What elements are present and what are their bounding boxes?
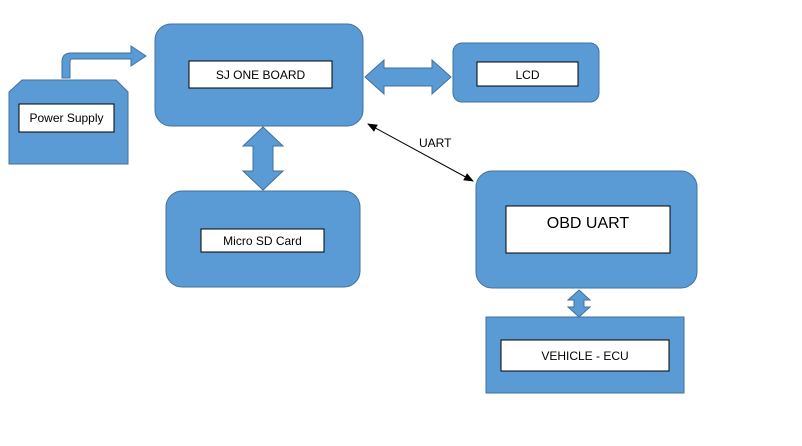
lcd-label-box: [476, 61, 579, 87]
vehicle-ecu-label: VEHICLE - ECU: [541, 349, 628, 363]
vehicle-ecu-label-box: [500, 339, 670, 372]
obd-uart-label: OBD UART: [547, 215, 630, 232]
power-supply-label: Power Supply: [29, 111, 103, 125]
sj-one-board-label-box: [188, 60, 333, 89]
lcd-label: LCD: [515, 68, 539, 82]
micro-sd-card-label: Micro SD Card: [223, 234, 302, 248]
board-sd-double-arrow: [241, 126, 285, 191]
uart-label: UART: [419, 136, 452, 150]
power-supply-label-box: [18, 103, 115, 133]
obd-ecu-double-arrow: [566, 289, 592, 318]
uart-connector: [367, 123, 474, 182]
sj-one-board-label: SJ ONE BOARD: [216, 68, 306, 82]
obd-uart-label-box: [505, 205, 671, 254]
board-lcd-double-arrow: [364, 58, 452, 96]
micro-sd-card-label-box: [200, 228, 325, 253]
power-to-board-arrow: [61, 45, 147, 79]
